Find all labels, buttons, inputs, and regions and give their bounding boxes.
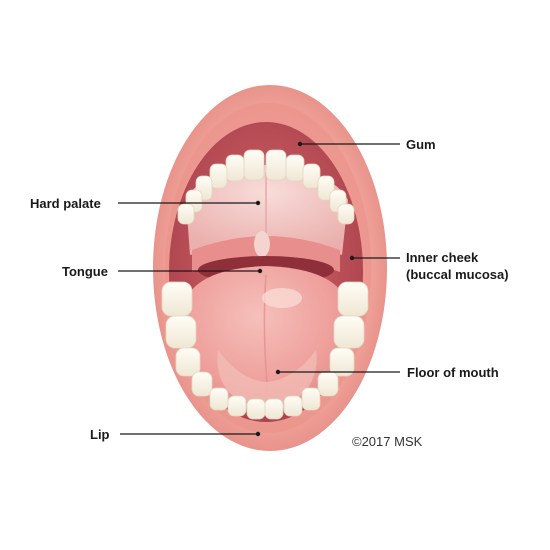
label-hard-palate: Hard palate (30, 196, 101, 211)
floor-of-mouth (217, 350, 317, 404)
label-floor-of-mouth: Floor of mouth (407, 365, 499, 380)
uvula (254, 231, 270, 257)
tongue-midline (263, 274, 269, 396)
label-inner-cheek: Inner cheek (406, 250, 479, 265)
label-tongue: Tongue (62, 264, 108, 279)
copyright-notice: ©2017 MSK (352, 434, 423, 449)
label-lip: Lip (90, 427, 110, 442)
leader-lines (118, 141, 400, 437)
upper-teeth (177, 149, 355, 225)
tongue-highlight (262, 288, 302, 308)
label-buccal-mucosa: (buccal mucosa) (406, 267, 509, 282)
lower-teeth (161, 281, 369, 420)
label-gum: Gum (406, 137, 436, 152)
